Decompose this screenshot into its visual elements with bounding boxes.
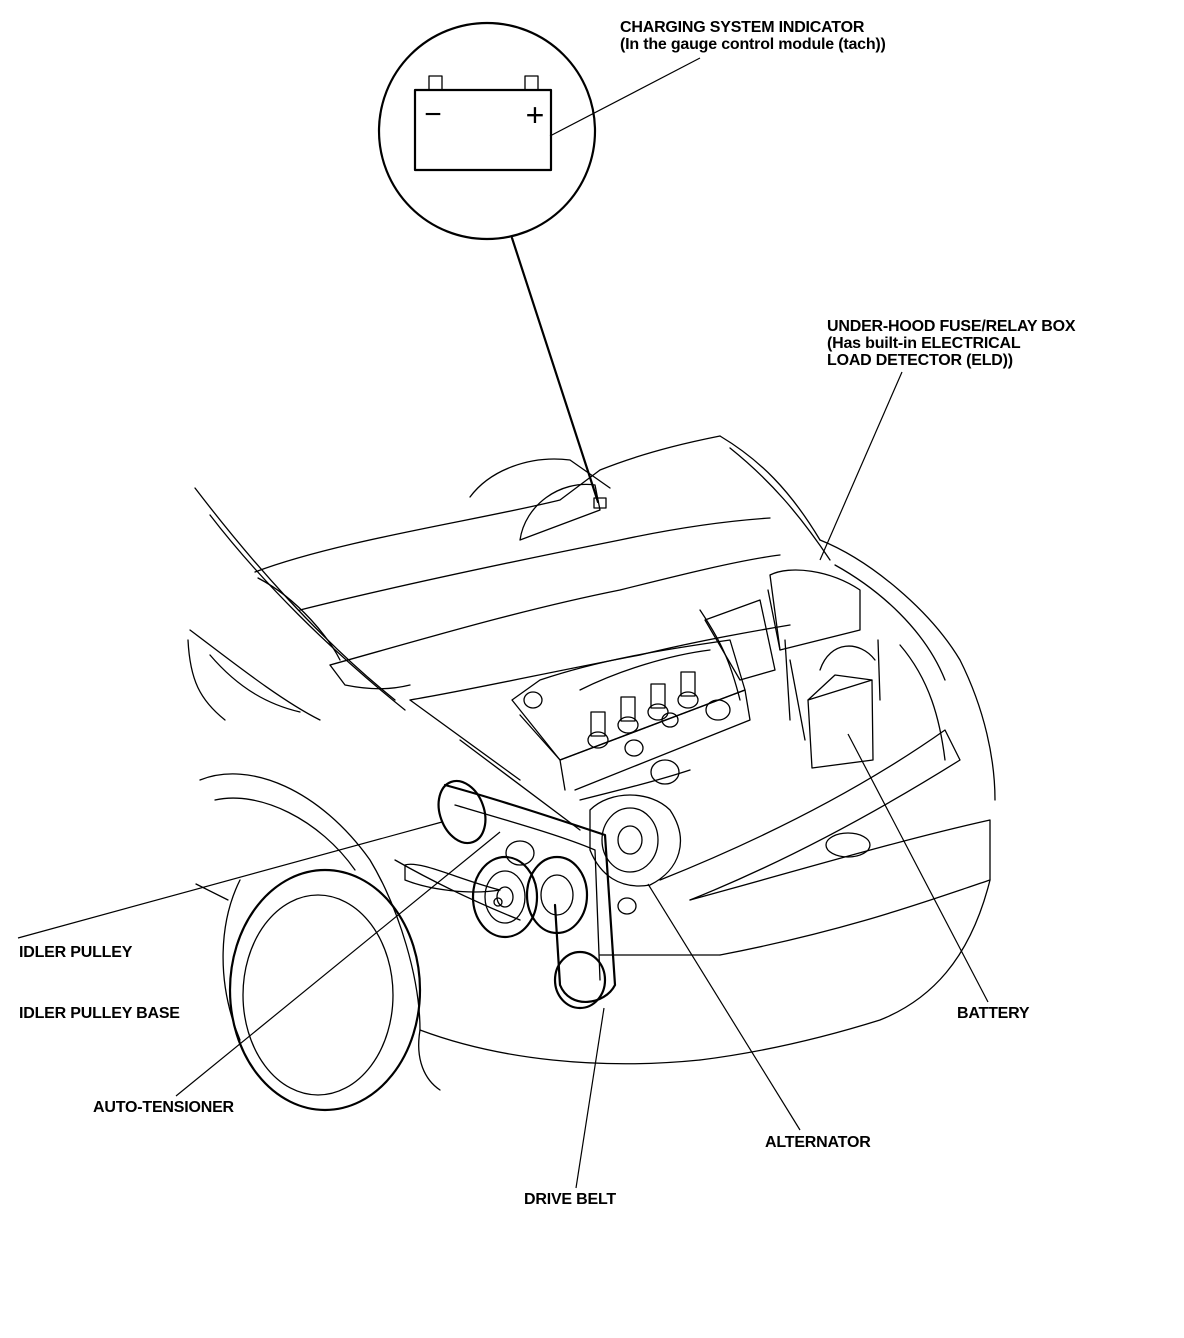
label-auto-tensioner: AUTO-TENSIONER	[93, 1099, 234, 1116]
battery-plus-sign: +	[526, 97, 545, 133]
label-charging-indicator: CHARGING SYSTEM INDICATOR (In the gauge …	[620, 19, 886, 53]
label-charging-indicator-line2: (In the gauge control module (tach))	[620, 36, 886, 53]
engine	[409, 599, 791, 915]
battery-indicator-icon: − +	[413, 75, 553, 172]
leader-lines	[17, 57, 989, 1189]
car-body	[187, 435, 996, 1112]
alternator-drawing	[589, 759, 682, 915]
battery-minus-sign: −	[424, 98, 442, 131]
label-battery: BATTERY	[957, 1005, 1030, 1022]
label-fuse-box-line3: LOAD DETECTOR (ELD))	[827, 352, 1013, 369]
label-fuse-box-line2: (Has built-in ELECTRICAL	[827, 335, 1021, 352]
label-charging-indicator-line1: CHARGING SYSTEM INDICATOR	[620, 19, 865, 36]
label-fuse-box: UNDER-HOOD FUSE/RELAY BOX (Has built-in …	[827, 318, 1076, 369]
label-idler-pulley-base: IDLER PULLEY BASE	[19, 1005, 180, 1022]
label-idler-pulley: IDLER PULLEY	[19, 944, 133, 961]
belt-drive	[437, 779, 617, 1010]
label-alternator: ALTERNATOR	[765, 1134, 871, 1151]
indicator-detail-circle: − +	[377, 21, 600, 504]
label-fuse-box-line1: UNDER-HOOD FUSE/RELAY BOX	[827, 318, 1076, 335]
battery-and-fusebox	[767, 569, 881, 769]
label-drive-belt: DRIVE BELT	[524, 1191, 616, 1208]
